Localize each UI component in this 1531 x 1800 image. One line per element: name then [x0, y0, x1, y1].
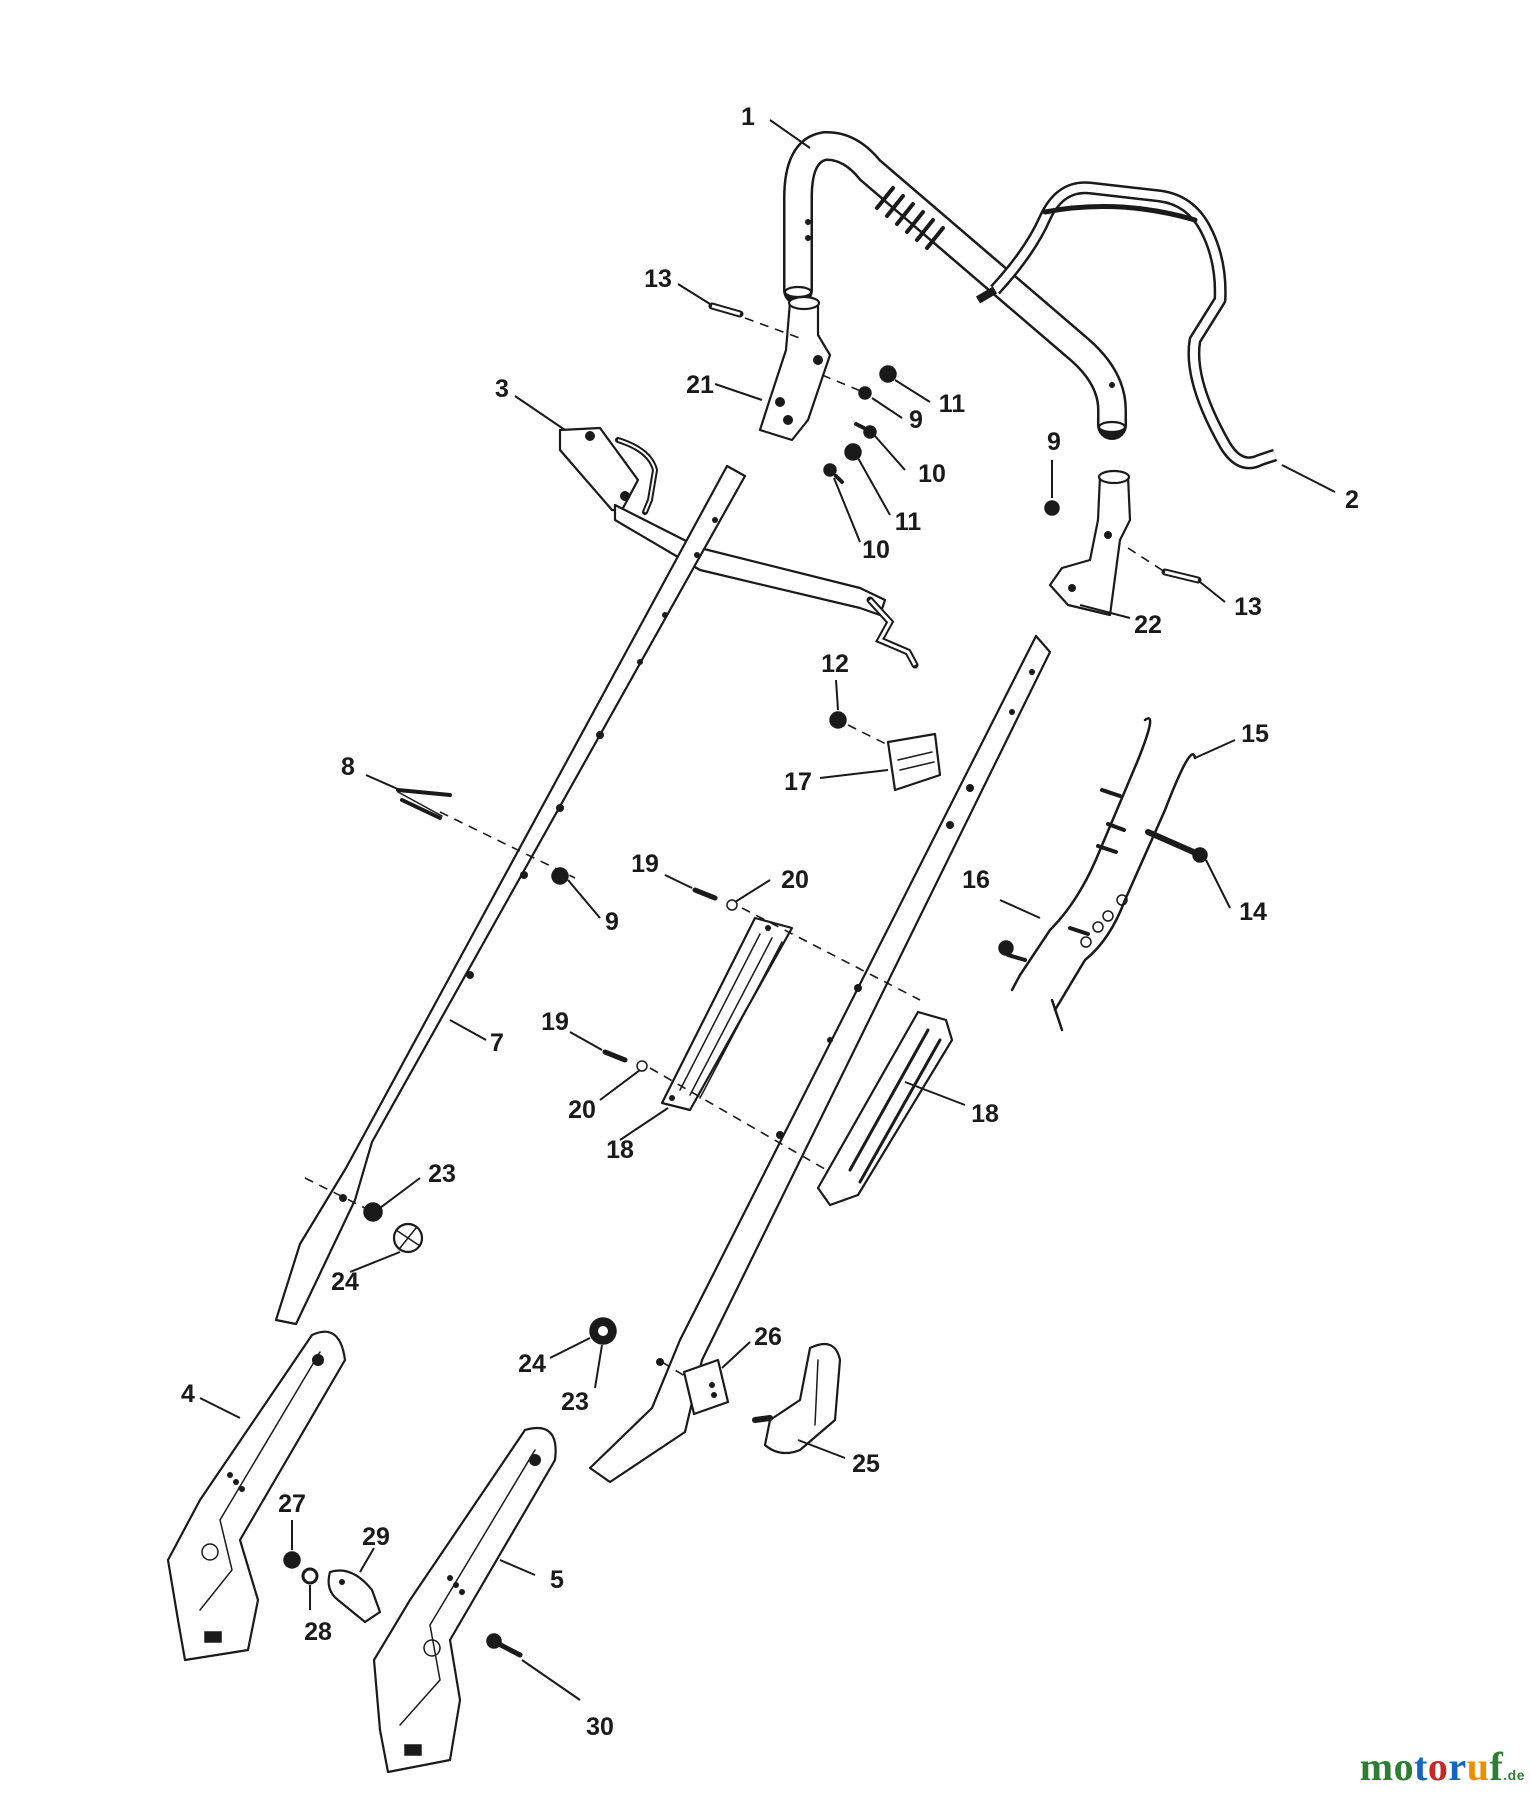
nut-11-upper	[879, 365, 897, 383]
bolt-14	[1145, 829, 1208, 863]
washer-set-15	[1080, 894, 1128, 948]
nut-23-left	[363, 1202, 383, 1222]
clamp-29	[327, 1569, 382, 1624]
clip-part	[886, 732, 942, 792]
screw-30	[486, 1633, 523, 1658]
right-lower-tube	[588, 634, 1052, 1484]
knob-24-left	[392, 1222, 424, 1254]
callout-11a: 11	[939, 390, 966, 418]
callout-9c: 9	[1047, 428, 1061, 456]
callout-4: 4	[181, 1380, 195, 1408]
bolt-13-right	[1161, 568, 1202, 584]
callout-22: 22	[1134, 611, 1162, 639]
watermark-letter: m	[1359, 1744, 1394, 1789]
watermark-letter: o	[1427, 1744, 1449, 1789]
washer-28	[301, 1567, 319, 1585]
callout-7: 7	[490, 1029, 504, 1057]
bolt-10-upper	[854, 422, 877, 439]
nut-9-right	[1044, 500, 1060, 516]
callout-10b: 10	[862, 536, 890, 564]
watermark-letter: t	[1414, 1744, 1428, 1789]
watermark-letter: r	[1448, 1744, 1467, 1789]
callout-12: 12	[821, 650, 849, 678]
cable-guide-inner	[660, 916, 794, 1112]
callout-9b: 9	[909, 406, 923, 434]
callout-1: 1	[741, 103, 755, 131]
callout-9a: 9	[605, 908, 619, 936]
callout-24b: 24	[518, 1350, 546, 1378]
callout-23b: 23	[561, 1388, 589, 1416]
callout-29: 29	[362, 1523, 390, 1551]
callout-2: 2	[1345, 486, 1359, 514]
callout-8: 8	[341, 753, 355, 781]
callout-24a: 24	[331, 1268, 359, 1296]
washer-20-upper	[726, 899, 738, 911]
bolt-13-left	[708, 302, 744, 318]
callout-28: 28	[304, 1618, 332, 1646]
watermark-letter: o	[1393, 1744, 1415, 1789]
nut-12	[829, 711, 847, 729]
watermark-letter: u	[1466, 1744, 1490, 1789]
callout-3: 3	[495, 375, 509, 403]
nut-27	[283, 1551, 301, 1569]
left-side-plate	[166, 1330, 347, 1662]
pin-8	[396, 788, 452, 820]
callout-18b: 18	[971, 1100, 999, 1128]
screw-19-lower	[602, 1049, 628, 1063]
lever-linkage	[558, 426, 919, 669]
nut-11-lower	[844, 443, 862, 461]
callout-17: 17	[784, 768, 812, 796]
callout-30: 30	[586, 1713, 614, 1741]
callout-20a: 20	[781, 866, 809, 894]
control-bail-bar	[975, 181, 1278, 470]
watermark-letters: motoruf	[1360, 1744, 1504, 1789]
nut-9-top	[858, 386, 872, 400]
callout-labels: 1 2 3 4 5 7 8 9 9 9 10 10 11 11 12 13 13…	[181, 103, 1359, 1741]
callout-20b: 20	[568, 1096, 596, 1124]
callout-11b: 11	[895, 508, 922, 536]
watermark-suffix: .de	[1503, 1767, 1525, 1783]
cable-16	[998, 717, 1152, 992]
callout-19a: 19	[631, 850, 659, 878]
callout-13b: 13	[1234, 593, 1262, 621]
knob-24-right	[589, 1317, 617, 1345]
left-lower-tube	[274, 464, 747, 1326]
washer-20-lower	[636, 1060, 648, 1072]
callout-5: 5	[550, 1566, 564, 1594]
watermark-letter: f	[1489, 1744, 1504, 1789]
screw-19-upper	[692, 887, 718, 901]
callout-18a: 18	[606, 1136, 634, 1164]
leader-lines	[199, 119, 1336, 1701]
callout-26: 26	[754, 1323, 782, 1351]
callout-19b: 19	[541, 1008, 569, 1036]
lever-25	[752, 1342, 842, 1455]
right-side-plate	[372, 1426, 557, 1774]
bolt-10-lower	[823, 463, 844, 484]
callout-27: 27	[278, 1490, 306, 1518]
callout-15: 15	[1241, 720, 1269, 748]
assembly-lines	[304, 317, 1166, 1379]
left-handle-bracket	[758, 295, 832, 442]
bracket-26	[682, 1358, 730, 1416]
motoruf-watermark-logo: motoruf.de	[1360, 1743, 1525, 1790]
callout-21: 21	[686, 371, 714, 399]
cable-cover-outer	[816, 1010, 954, 1207]
callout-25: 25	[852, 1450, 880, 1478]
nut-9-left	[551, 867, 569, 885]
callout-13a: 13	[644, 265, 672, 293]
callout-10a: 10	[918, 460, 946, 488]
right-handle-bracket	[1048, 469, 1132, 617]
callout-14: 14	[1239, 898, 1267, 926]
upper-handle-bar	[783, 131, 1127, 440]
callout-23a: 23	[428, 1160, 456, 1188]
callout-16: 16	[962, 866, 990, 894]
